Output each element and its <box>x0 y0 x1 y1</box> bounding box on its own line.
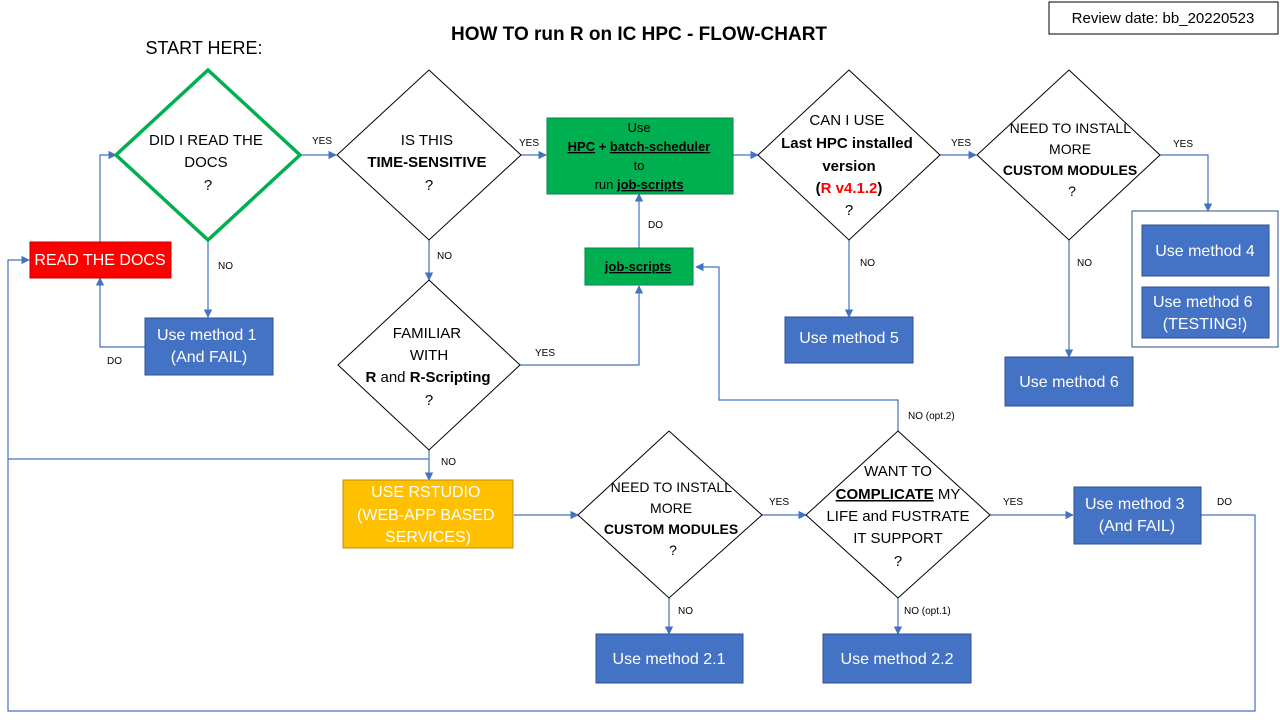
arrow-familiar-to-jobscripts <box>520 285 644 366</box>
label-no-customtop: NO <box>1077 258 1092 269</box>
svg-text:NEED TO INSTALL MORE: NEED TO INSTALL MORE CUSTOM MODULES ? <box>604 479 742 558</box>
page-title: HOW TO run R on IC HPC - FLOW-CHART <box>451 24 827 45</box>
label-do-jobscripts: DO <box>648 220 663 231</box>
svg-text:run job-scripts: run job-scripts <box>595 177 684 192</box>
decision-time-sensitive: IS THIS TIME-SENSITIVE ? <box>336 69 522 241</box>
label-no-opt2: NO (opt.2) <box>908 411 955 422</box>
svg-text:R and R-Scripting: R and R-Scripting <box>365 369 490 386</box>
decision-custom-modules-top: NEED TO INSTALL MORE CUSTOM MODULES ? <box>976 69 1161 241</box>
label-no-opt1: NO (opt.1) <box>904 606 951 617</box>
svg-text:Use method 3 (And FAIL): Use method 3 (And FAIL) <box>1085 496 1189 535</box>
svg-text:to: to <box>634 158 645 173</box>
method2-1-box: Use method 2.1 <box>595 633 744 684</box>
svg-text:READ THE DOCS: READ THE DOCS <box>34 252 165 269</box>
method6-box: Use method 6 <box>1004 356 1134 407</box>
arrow-complicate-to-jobscripts <box>695 262 899 432</box>
rstudio-box: USE RSTUDIO (WEB-APP BASED SERVICES) <box>342 479 514 549</box>
label-no-custombottom: NO <box>678 606 693 617</box>
method3-box: Use method 3 (And FAIL) <box>1073 486 1202 545</box>
decision-custom-modules-bottom: NEED TO INSTALL MORE CUSTOM MODULES ? <box>577 430 763 599</box>
decision-read-docs: DID I READ THE DOCS ? <box>113 67 303 243</box>
svg-text:Use method 6: Use method 6 <box>1019 374 1119 391</box>
svg-text:DID I READ THE DOCS: DID I READ THE DOCS ? <box>149 132 267 194</box>
svg-text:CAN I USE Last HPC insta: CAN I USE Last HPC installed version <box>781 112 917 175</box>
review-date-box: Review date: bb_20220523 <box>1048 1 1279 35</box>
label-no-timesensitive: NO <box>437 251 452 262</box>
label-yes-complicate: YES <box>1003 497 1023 508</box>
svg-text:IS THIS TIME-SENSITIVE: IS THIS TIME-SENSITIVE ? <box>367 132 490 194</box>
method5-box: Use method 5 <box>784 316 914 364</box>
svg-text:Use method 2.1: Use method 2.1 <box>613 651 726 668</box>
arrow-customtop-to-method4group <box>1160 154 1213 212</box>
svg-text:COMPLICATE MY: COMPLICATE MY <box>836 486 961 503</box>
svg-text:USE RSTUDIO (WEB-APP BAS: USE RSTUDIO (WEB-APP BASED SERVICES) <box>357 484 499 546</box>
method2-2-box: Use method 2.2 <box>822 633 972 684</box>
label-no-familiar: NO <box>441 457 456 468</box>
method6-testing-box: Use method 6 (TESTING!) <box>1141 286 1270 339</box>
svg-text:NEED TO INSTALL MORE: NEED TO INSTALL MORE CUSTOM MODULES ? <box>1003 120 1141 199</box>
decision-familiar: FAMILIAR WITH R and R-Scripting ? <box>337 279 521 451</box>
method1-box: Use method 1 (And FAIL) <box>144 317 274 376</box>
svg-text:HPC + batch-scheduler: HPC + batch-scheduler <box>568 139 711 154</box>
svg-text:FAMILIAR WITH: FAMILIAR WITH <box>393 325 466 364</box>
label-yes-customtop: YES <box>1173 139 1193 150</box>
svg-text:job-scripts: job-scripts <box>604 259 671 274</box>
svg-text:Use method 1 (And FAIL): Use method 1 (And FAIL) <box>157 327 261 366</box>
arrow-method3-loop-to-readthedocs <box>7 255 1256 712</box>
svg-text:?: ? <box>425 392 433 409</box>
svg-text:Use method 6 (TESTING!): Use method 6 (TESTING!) <box>1153 294 1257 333</box>
svg-text:IT SUPPORT: IT SUPPORT <box>853 530 942 547</box>
method4-box: Use method 4 <box>1141 224 1270 277</box>
read-the-docs-box: READ THE DOCS <box>29 241 172 279</box>
label-yes-timesensitive: YES <box>519 138 539 149</box>
review-date-label: Review date: bb_20220523 <box>1072 10 1255 27</box>
svg-text:?: ? <box>894 553 902 570</box>
label-yes-custombottom: YES <box>769 497 789 508</box>
start-here-label: START HERE: <box>145 38 262 58</box>
label-do-method3: DO <box>1217 497 1232 508</box>
label-no-lastversion: NO <box>860 258 875 269</box>
label-yes-readdocs: YES <box>312 136 332 147</box>
arrow-readthedocs-to-decision <box>99 150 117 242</box>
svg-text:Use method 5: Use method 5 <box>799 330 899 347</box>
label-do-method1: DO <box>107 356 122 367</box>
use-hpc-box: Use HPC + batch-scheduler to run job-scr… <box>546 117 734 195</box>
svg-text:Use: Use <box>627 120 650 135</box>
svg-text:Use method 2.2: Use method 2.2 <box>841 651 954 668</box>
svg-text:LIFE and FUSTRATE: LIFE and FUSTRATE <box>826 508 969 525</box>
edge-labels: YES YES YES YES YES YES YES NO NO NO NO … <box>107 136 1232 617</box>
label-yes-familiar: YES <box>535 348 555 359</box>
svg-text:(R v4.1.2): (R v4.1.2) <box>816 180 883 197</box>
decision-complicate: WANT TO COMPLICATE MY LIFE and FUSTRATE … <box>805 430 991 599</box>
label-yes-lastversion: YES <box>951 138 971 149</box>
job-scripts-box: job-scripts <box>584 247 694 286</box>
svg-text:?: ? <box>845 202 853 219</box>
decision-last-version: CAN I USE Last HPC installed version (R … <box>757 69 941 241</box>
svg-text:WANT TO: WANT TO <box>864 463 932 480</box>
arrow-method1-to-readthedocs <box>95 277 145 348</box>
connectors <box>7 150 1256 712</box>
label-no-readdocs: NO <box>218 261 233 272</box>
svg-text:Use method 4: Use method 4 <box>1155 243 1255 260</box>
